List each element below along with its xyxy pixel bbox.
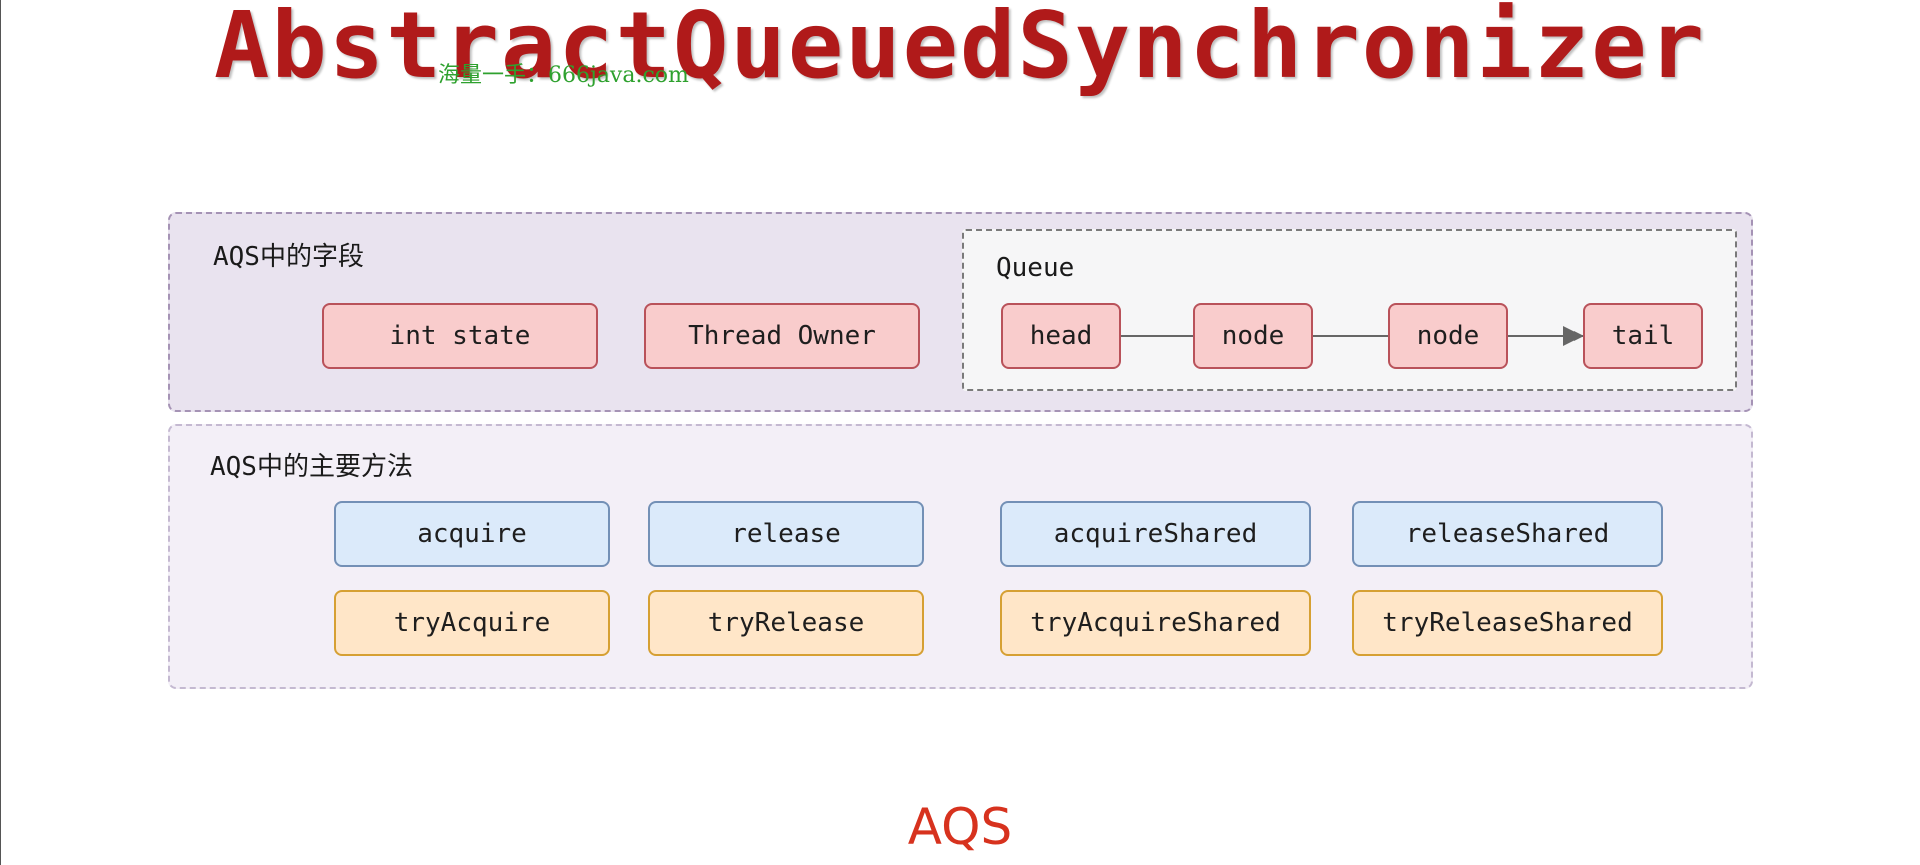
method-try-acquire-shared: tryAcquireShared <box>1000 590 1311 656</box>
queue-node-2: node <box>1388 303 1508 369</box>
left-border-line <box>0 0 1 865</box>
methods-panel-label: AQS中的主要方法 <box>210 452 413 482</box>
page-title: AbstractQueuedSynchronizer <box>213 0 1707 99</box>
field-thread-owner: Thread Owner <box>644 303 920 369</box>
method-acquire-shared: acquireShared <box>1000 501 1311 567</box>
queue-label: Queue <box>996 253 1075 283</box>
field-int-state: int state <box>322 303 598 369</box>
queue-node-head: head <box>1001 303 1121 369</box>
queue-node-1: node <box>1193 303 1313 369</box>
method-try-release: tryRelease <box>648 590 924 656</box>
method-release: release <box>648 501 924 567</box>
method-release-shared: releaseShared <box>1352 501 1663 567</box>
fields-panel-label: AQS中的字段 <box>213 242 364 272</box>
method-try-acquire: tryAcquire <box>334 590 610 656</box>
footer-caption: AQS <box>907 798 1013 856</box>
queue-node-tail: tail <box>1583 303 1703 369</box>
method-acquire: acquire <box>334 501 610 567</box>
method-try-release-shared: tryReleaseShared <box>1352 590 1663 656</box>
watermark-text: 海量一手：666java.com <box>438 63 689 88</box>
